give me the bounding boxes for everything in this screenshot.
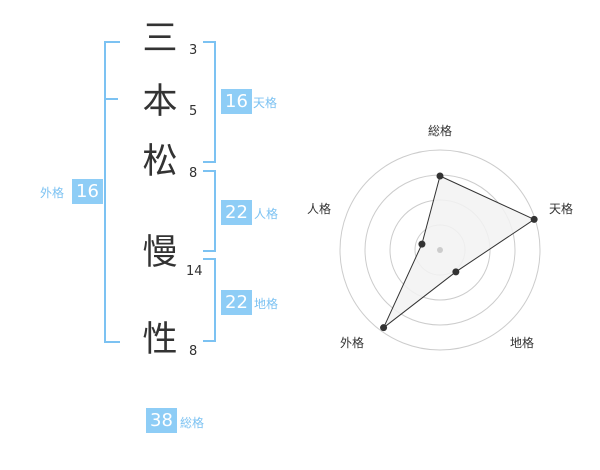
radar-point-2 [530,215,538,223]
radar-label-tenkaku: 天格 [549,202,574,216]
tenkaku-bracket [203,41,216,163]
radar-label-jinkaku: 人格 [307,202,332,216]
name-char-2: 本 [142,82,178,122]
radar-chart [339,149,541,351]
stroke-count-3: 8 [189,166,198,181]
tenkaku-value: 16 [221,89,252,114]
gaikaku-bracket-tick [104,98,118,100]
radar-ring-4 [339,149,541,351]
radar-label-gaikaku: 外格 [340,336,365,350]
radar-points [380,172,538,332]
radar-label-chikaku: 地格 [510,336,535,350]
name-char-1: 三 [142,19,178,59]
stroke-count-5: 8 [189,344,198,359]
name-char-4: 慢 [142,233,178,273]
soukaku-label: 総格 [180,416,205,430]
radar-label-soukaku: 総格 [428,124,453,138]
chikaku-bracket [203,258,216,342]
stroke-count-2: 5 [189,104,198,119]
radar-center-dot [437,247,443,253]
tenkaku-label: 天格 [253,96,278,110]
jinkaku-bracket [203,170,216,252]
jinkaku-label: 人格 [254,207,279,221]
chikaku-label: 地格 [254,297,279,311]
radar-point-3 [452,268,460,276]
soukaku-value: 38 [146,408,177,433]
chikaku-value: 22 [221,290,252,315]
name-char-3: 松 [142,142,178,182]
name-char-5: 性 [142,320,178,360]
radar-polygon [383,175,536,329]
jinkaku-value: 22 [221,200,252,225]
gaikaku-value: 16 [72,179,103,204]
gaikaku-bracket [104,41,120,343]
radar-point-1 [436,172,444,180]
stroke-count-1: 3 [189,43,198,58]
stroke-count-4: 14 [186,264,203,279]
radar-point-5 [418,240,426,248]
radar-point-4 [380,324,388,332]
gaikaku-label: 外格 [40,186,65,200]
